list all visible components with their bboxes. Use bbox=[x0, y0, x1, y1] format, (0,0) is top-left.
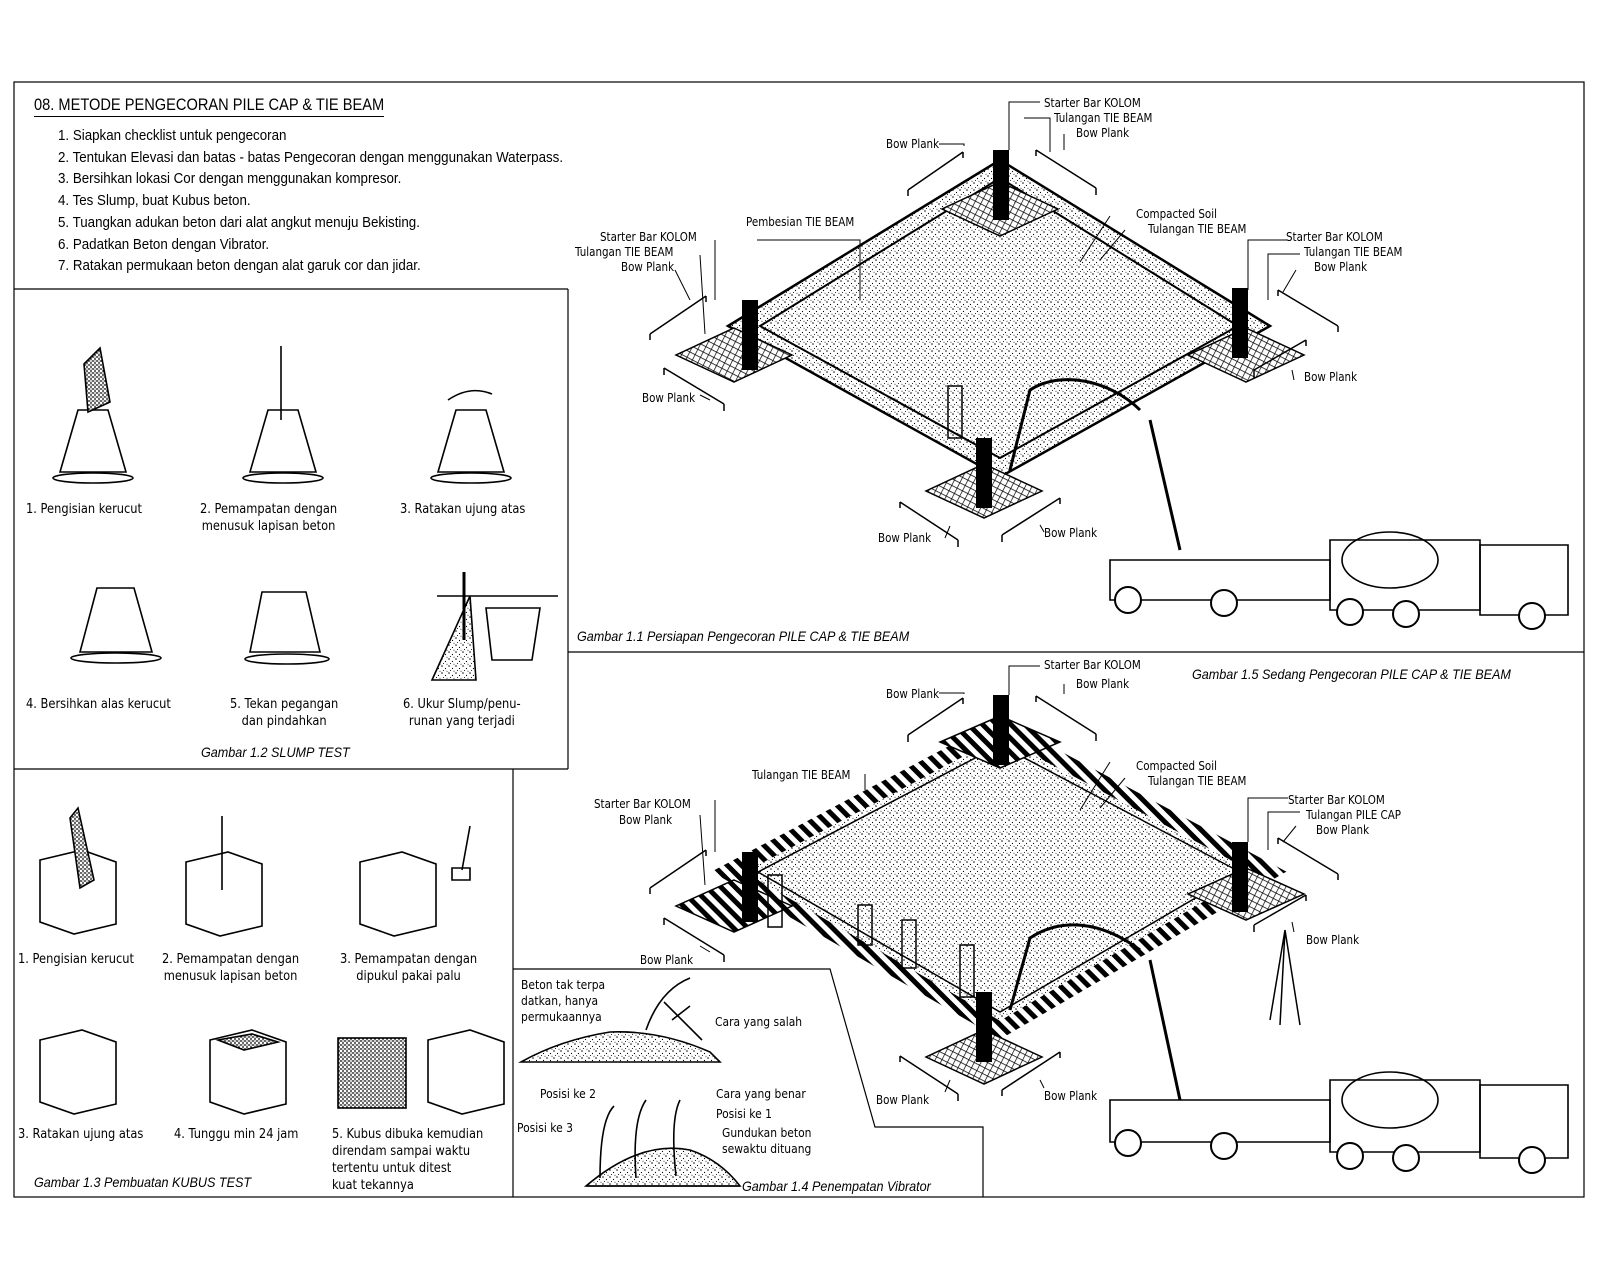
cube-step-label: 2. Pemampatan dengan menusuk lapisan bet… bbox=[162, 952, 300, 984]
fig13-caption: Gambar 1.3 Pembuatan KUBUS TEST bbox=[34, 1174, 252, 1190]
method-step: 7. Ratakan permukaan beton dengan alat g… bbox=[58, 258, 421, 275]
fig11-label: Bow Plank bbox=[1076, 126, 1130, 140]
slump-step-label: 6. Ukur Slump/penu- runan yang terjadi bbox=[403, 697, 521, 729]
slump-step-label: 5. Tekan pegangan dan pindahkan bbox=[230, 697, 339, 729]
slump-step-label: 2. Pemampatan dengan menusuk lapisan bet… bbox=[200, 502, 338, 534]
fig15-label: Starter Bar KOLOM bbox=[1288, 793, 1385, 807]
slump-step-label: 1. Pengisian kerucut bbox=[26, 502, 143, 517]
fig11-label: Starter Bar KOLOM bbox=[1286, 230, 1383, 244]
fig11-caption: Gambar 1.1 Persiapan Pengecoran PILE CAP… bbox=[577, 628, 910, 644]
method-steps: 1. Siapkan checklist untuk pengecoran 2.… bbox=[58, 126, 563, 278]
fig11-label: Compacted Soil bbox=[1136, 207, 1217, 221]
fig15-label: Bow Plank bbox=[1044, 1089, 1098, 1103]
fig11-label: Tulangan TIE BEAM bbox=[575, 245, 674, 259]
fig11-label: Bow Plank bbox=[1304, 370, 1358, 384]
fig14-caption: Gambar 1.4 Penempatan Vibrator bbox=[742, 1178, 931, 1194]
fig15-label: Bow Plank bbox=[619, 813, 673, 827]
fig15-label: Bow Plank bbox=[640, 953, 694, 967]
cube-step-label: 3. Ratakan ujung atas bbox=[18, 1127, 144, 1142]
method-step: 6. Padatkan Beton dengan Vibrator. bbox=[58, 236, 270, 253]
fig14-label: Cara yang benar bbox=[716, 1086, 806, 1101]
fig12-caption: Gambar 1.2 SLUMP TEST bbox=[201, 744, 350, 760]
fig14-label: Beton tak terpa datkan, hanya permukaann… bbox=[521, 977, 606, 1024]
fig15-label: Bow Plank bbox=[1316, 823, 1370, 837]
fig11-label: Starter Bar KOLOM bbox=[1044, 96, 1141, 110]
fig11-label: Bow Plank bbox=[886, 137, 940, 151]
fig15-label: Bow Plank bbox=[876, 1093, 930, 1107]
fig14-label: Posisi ke 1 bbox=[716, 1106, 772, 1121]
fig14-label: Cara yang salah bbox=[715, 1014, 803, 1029]
fig15-label: Compacted Soil bbox=[1136, 759, 1217, 773]
fig14-drawings bbox=[517, 977, 742, 1187]
fig11-label: Starter Bar KOLOM bbox=[600, 230, 697, 244]
fig14-label: Posisi ke 2 bbox=[540, 1086, 596, 1101]
fig15-label: Bow Plank bbox=[1306, 933, 1360, 947]
method-step: 3. Bersihkan lokasi Cor dengan menggunak… bbox=[58, 171, 402, 188]
fig11-label: Bow Plank bbox=[1314, 260, 1368, 274]
fig11-label: Bow Plank bbox=[621, 260, 675, 274]
fig12-drawings bbox=[52, 346, 558, 681]
slump-step-label: 4. Bersihkan alas kerucut bbox=[26, 697, 171, 712]
cube-step-label: 3. Pemampatan dengan dipukul pakai palu bbox=[340, 952, 478, 984]
fig15-caption: Gambar 1.5 Sedang Pengecoran PILE CAP & … bbox=[1192, 666, 1511, 682]
fig14-label: Posisi ke 3 bbox=[517, 1120, 573, 1135]
fig13-drawings bbox=[39, 806, 505, 1115]
cube-step-label: 1. Pengisian kerucut bbox=[18, 952, 135, 967]
sheet-title: 08. METODE PENGECORAN PILE CAP & TIE BEA… bbox=[34, 95, 385, 117]
fig15-plan bbox=[649, 665, 1569, 1174]
fig11-label: Pembesian TIE BEAM bbox=[746, 215, 855, 229]
method-step: 5. Tuangkan adukan beton dari alat angku… bbox=[58, 214, 420, 231]
fig11-label: Bow Plank bbox=[1044, 526, 1098, 540]
sheet-frames bbox=[13, 81, 1585, 1198]
fig11-label: Tulangan TIE BEAM bbox=[1304, 245, 1403, 259]
cube-step-label: 5. Kubus dibuka kemudian direndam sampai… bbox=[332, 1127, 484, 1193]
method-step: 1. Siapkan checklist untuk pengecoran bbox=[58, 128, 287, 144]
cube-step-label: 4. Tunggu min 24 jam bbox=[174, 1127, 299, 1142]
fig15-label: Bow Plank bbox=[886, 687, 940, 701]
slump-step-label: 3. Ratakan ujung atas bbox=[400, 502, 526, 517]
fig15-label: Bow Plank bbox=[1076, 677, 1130, 691]
fig15-label: Tulangan PILE CAP bbox=[1306, 808, 1402, 822]
method-step: 4. Tes Slump, buat Kubus beton. bbox=[58, 193, 251, 210]
fig11-plan bbox=[649, 101, 1569, 630]
fig15-label: Tulangan TIE BEAM bbox=[752, 768, 851, 782]
fig11-label: Tulangan TIE BEAM bbox=[1054, 111, 1153, 125]
method-step: 2. Tentukan Elevasi dan batas - batas Pe… bbox=[58, 149, 564, 166]
fig15-label: Starter Bar KOLOM bbox=[594, 797, 691, 811]
fig15-label: Starter Bar KOLOM bbox=[1044, 658, 1141, 672]
fig11-label: Bow Plank bbox=[878, 531, 932, 545]
fig15-label: Tulangan TIE BEAM bbox=[1148, 774, 1247, 788]
fig11-label: Bow Plank bbox=[642, 391, 696, 405]
fig11-label: Tulangan TIE BEAM bbox=[1148, 222, 1247, 236]
fig14-label: Gundukan beton sewaktu dituang bbox=[722, 1125, 812, 1156]
